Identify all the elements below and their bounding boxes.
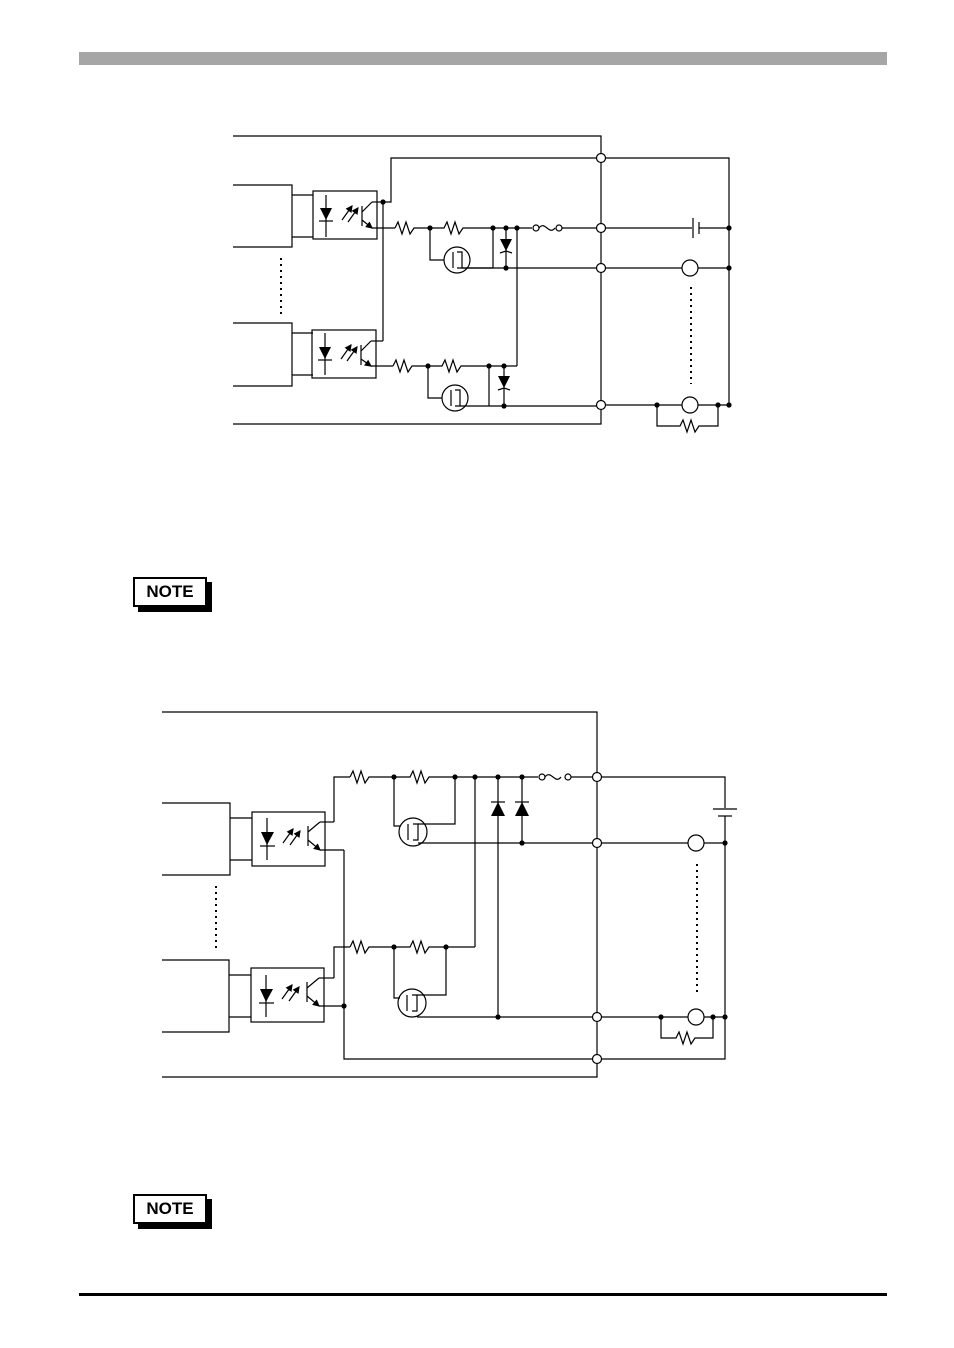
note-badge-2: NOTE [133, 1194, 207, 1224]
footer-rule [79, 1293, 887, 1296]
note-label: NOTE [133, 577, 207, 607]
note-label: NOTE [133, 1194, 207, 1224]
note-badge-1: NOTE [133, 577, 207, 607]
source-output-circuit [162, 712, 737, 1077]
sink-output-circuit [233, 136, 731, 432]
